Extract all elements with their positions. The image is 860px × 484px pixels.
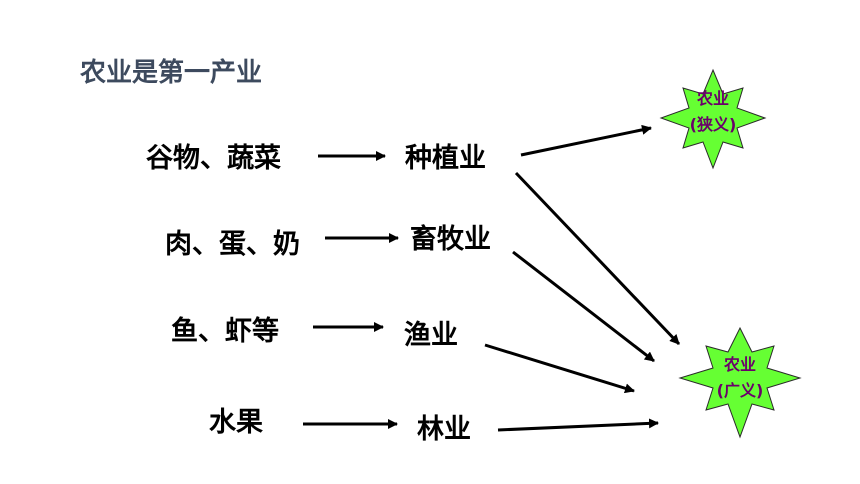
industry-fishery: 渔业 xyxy=(404,320,458,351)
industry-livestock: 畜牧业 xyxy=(410,224,491,255)
product-grains: 谷物、蔬菜 xyxy=(146,143,281,174)
arrow-livestock-to-broad xyxy=(512,250,655,363)
narrow-agriculture-line1: 农业 xyxy=(696,89,729,108)
product-fish: 鱼、虾等 xyxy=(171,316,279,347)
narrow-agriculture-label: 农业 (狭义) xyxy=(680,86,746,138)
arrow-forestry-to-broad xyxy=(497,418,659,432)
broad-agriculture-line2: (广义) xyxy=(716,381,764,400)
broad-agriculture-line1: 农业 xyxy=(723,355,756,374)
narrow-agriculture-line2: (狭义) xyxy=(689,115,737,134)
star-broad-agriculture xyxy=(678,326,802,439)
product-fruit: 水果 xyxy=(209,407,263,438)
arrow-fishery-to-broad xyxy=(484,343,635,394)
broad-agriculture-label: 农业 (广义) xyxy=(705,352,775,404)
arrow-planting-to-broad xyxy=(514,171,681,346)
star-narrow-agriculture xyxy=(659,68,767,170)
arrow-planting-to-narrow xyxy=(520,124,652,157)
industry-planting: 种植业 xyxy=(405,143,486,174)
page-title: 农业是第一产业 xyxy=(80,58,263,88)
industry-forestry: 林业 xyxy=(417,414,471,445)
product-meat: 肉、蛋、奶 xyxy=(165,229,300,260)
